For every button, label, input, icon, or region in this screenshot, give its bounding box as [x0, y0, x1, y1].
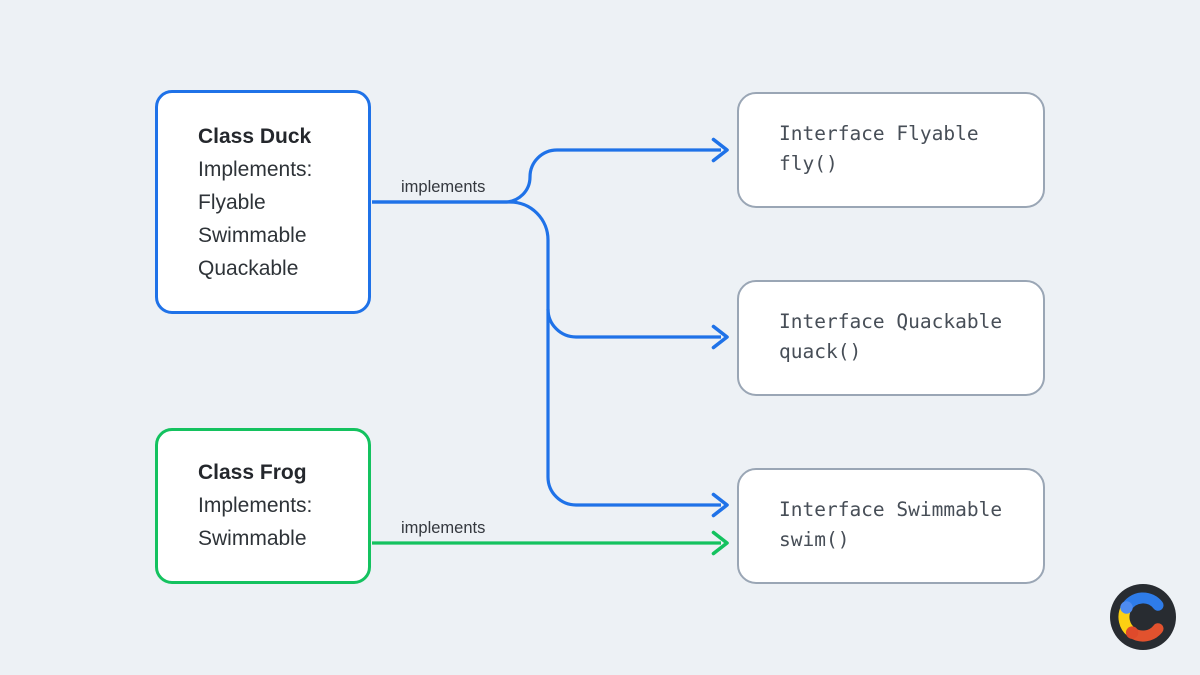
edge-duck-quackable	[546, 308, 721, 339]
class-detail-line: Swimmable	[198, 527, 307, 550]
class-frog-node: Class Frog Implements: Swimmable	[155, 428, 371, 584]
edge-duck-flyable	[372, 148, 721, 204]
class-detail-line: Implements:	[198, 158, 313, 181]
class-detail-line: Swimmable	[198, 224, 307, 247]
interface-title: Interface Flyable	[779, 122, 979, 145]
class-duck-node: Class Duck Implements: Flyable Swimmable…	[155, 90, 371, 314]
edge-label-frog-implements: implements	[401, 519, 486, 537]
class-title: Class Frog	[198, 461, 307, 484]
edge-label-duck-implements: implements	[401, 178, 486, 196]
interface-quackable-node: Interface Quackable quack()	[737, 280, 1045, 396]
interface-method: swim()	[779, 528, 850, 551]
interface-swimmable-node: Interface Swimmable swim()	[737, 468, 1045, 584]
arrowhead-quackable-icon	[711, 324, 729, 350]
arrowhead-swimmable-green-icon	[711, 530, 729, 556]
class-title: Class Duck	[198, 125, 312, 148]
interface-flyable-node: Interface Flyable fly()	[737, 92, 1045, 208]
class-detail-line: Quackable	[198, 257, 299, 280]
arrowhead-flyable-icon	[711, 137, 729, 163]
arrowhead-swimmable-blue-icon	[711, 492, 729, 518]
interface-method: fly()	[779, 152, 838, 175]
c-logo-icon	[1110, 584, 1176, 650]
interface-title: Interface Swimmable	[779, 498, 1003, 521]
interface-method: quack()	[779, 340, 862, 363]
class-detail-line: Flyable	[198, 191, 266, 214]
class-detail-line: Implements:	[198, 494, 313, 517]
edge-duck-swimmable	[372, 200, 721, 507]
interface-title: Interface Quackable	[779, 310, 1003, 333]
